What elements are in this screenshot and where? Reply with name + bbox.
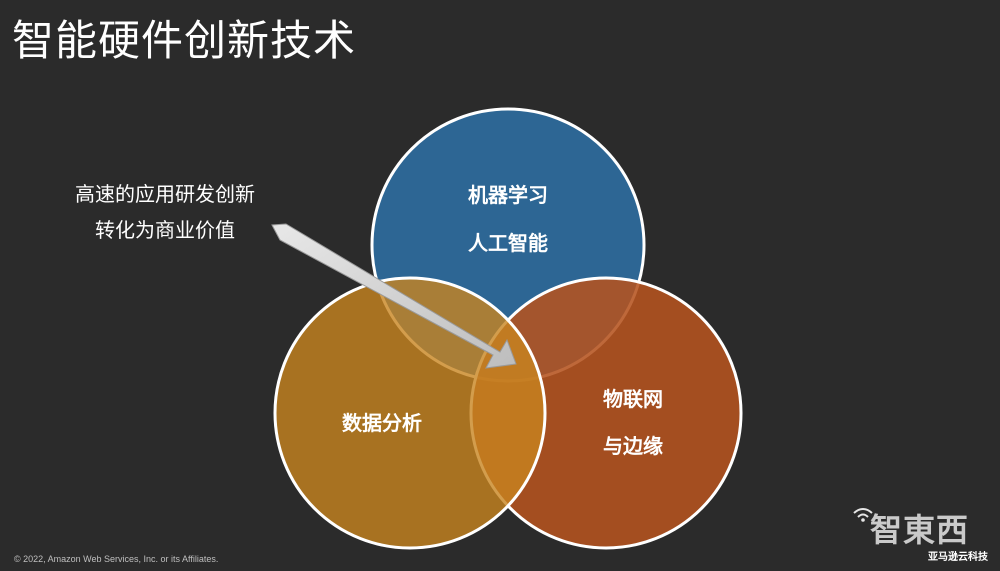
venn-label-data-analytics: 数据分析 <box>342 411 422 435</box>
callout-text: 高速的应用研发创新 转化为商业价值 <box>30 176 300 248</box>
wifi-icon <box>853 508 873 522</box>
pointer-arrow <box>271 223 517 369</box>
venn-label-ml-line1: 机器学习 <box>468 183 548 207</box>
logo-wordmark: 智東西 <box>870 511 970 549</box>
watermark-logo: 智東西 亚马逊云科技 <box>852 505 992 563</box>
venn-label-ml-line2: 人工智能 <box>468 231 548 255</box>
logo-subtext: 亚马逊云科技 <box>928 552 988 563</box>
callout-line-1: 高速的应用研发创新 <box>75 182 255 206</box>
callout-line-2: 转化为商业价值 <box>95 218 235 242</box>
slide-title: 智能硬件创新技术 <box>12 16 357 65</box>
venn-label-iot-line2: 与边缘 <box>603 434 663 458</box>
copyright-footer: © 2022, Amazon Web Services, Inc. or its… <box>14 554 219 564</box>
venn-label-iot-line1: 物联网 <box>603 387 663 411</box>
